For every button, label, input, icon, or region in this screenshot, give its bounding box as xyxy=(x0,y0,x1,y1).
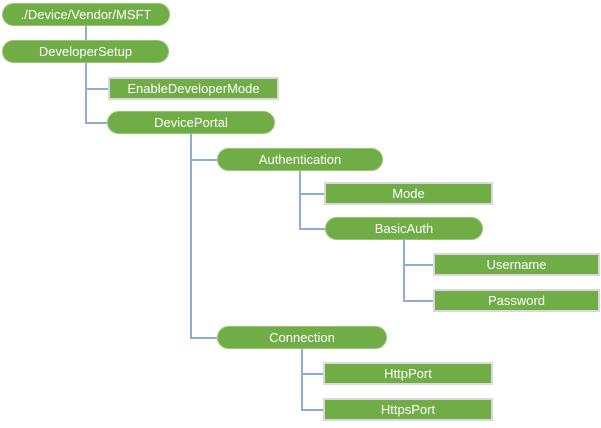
connector-segment xyxy=(302,408,323,411)
connector-segment xyxy=(191,336,217,339)
node-developer-setup: DeveloperSetup xyxy=(2,40,169,63)
connector-segment xyxy=(85,87,108,90)
node-connection: Connection xyxy=(217,326,387,349)
node-authentication: Authentication xyxy=(217,148,383,171)
connector-segment xyxy=(302,372,323,375)
node-basicauth: BasicAuth xyxy=(325,217,483,240)
node-device-portal: DevicePortal xyxy=(107,111,275,134)
connector-segment xyxy=(190,134,192,339)
node-username: Username xyxy=(433,253,600,276)
connector-segment xyxy=(299,171,301,230)
connector-segment xyxy=(404,263,433,266)
connector-segment xyxy=(301,349,303,411)
node-password: Password xyxy=(433,289,600,312)
node-mode: Mode xyxy=(324,182,493,205)
connector-segment xyxy=(300,227,325,230)
node-enable-developer-mode: EnableDeveloperMode xyxy=(108,77,279,100)
node-httpport: HttpPort xyxy=(323,362,493,385)
connector-segment xyxy=(403,240,405,302)
connector-segment xyxy=(404,299,433,302)
connector-segment xyxy=(85,26,87,40)
connector-segment xyxy=(85,121,107,124)
connector-segment xyxy=(300,192,324,195)
connector-segment xyxy=(84,63,87,124)
node-httpsport: HttpsPort xyxy=(323,398,493,421)
connector-segment xyxy=(191,158,217,161)
node-device-vendor-msft: ./Device/Vendor/MSFT xyxy=(2,3,170,26)
